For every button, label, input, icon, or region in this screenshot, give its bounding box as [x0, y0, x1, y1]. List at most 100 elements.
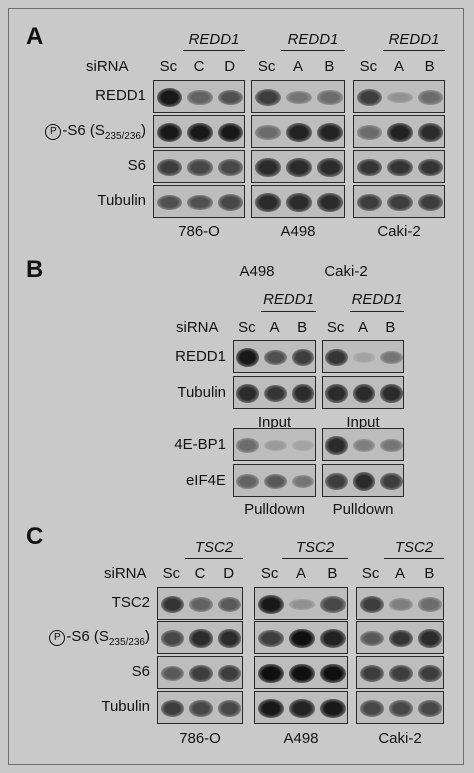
- row-label-text: eIF4E: [185, 472, 226, 489]
- row-label-text: 4E-BP1: [174, 436, 226, 453]
- lane-label: Sc: [326, 319, 345, 336]
- gene-label: TSC2: [295, 539, 335, 556]
- western-blot-strip: [157, 587, 243, 620]
- blot-band: [236, 347, 260, 368]
- lane-label: B: [385, 319, 396, 336]
- lane-label: D: [224, 58, 236, 75]
- pulldown-caption: Pulldown: [244, 501, 305, 518]
- western-blot-strip: [153, 185, 245, 218]
- blot-band: [418, 194, 444, 211]
- row-label-text: S6: [127, 157, 146, 174]
- lane-label: B: [424, 58, 435, 75]
- blot-band: [291, 440, 315, 451]
- blot-band: [387, 91, 413, 104]
- blot-band: [156, 159, 182, 176]
- blot-band: [254, 158, 281, 177]
- lane-label: A: [292, 58, 303, 75]
- row-label: Tubulin: [97, 193, 146, 208]
- cell-line-label: Caki-2: [377, 223, 421, 240]
- row-label-text: Tubulin: [101, 698, 150, 715]
- lane-label: Sc: [257, 58, 276, 75]
- blot-band: [320, 663, 347, 684]
- blot-band: [418, 123, 444, 142]
- panel-letter-b: B: [26, 256, 44, 283]
- blot-band: [352, 384, 376, 403]
- blot-band: [257, 663, 284, 684]
- cell-line-label: Caki-2: [324, 263, 368, 280]
- blot-band: [317, 123, 344, 142]
- blot-band: [289, 598, 315, 611]
- blot-band: [388, 598, 414, 611]
- blot-band: [254, 89, 281, 106]
- blot-band: [160, 595, 185, 614]
- blot-band: [160, 630, 185, 647]
- blot-band: [257, 698, 284, 719]
- western-blot-strip: [233, 376, 316, 409]
- row-label-text: TSC2: [111, 594, 150, 611]
- blot-band: [218, 194, 244, 211]
- blot-band: [359, 700, 384, 717]
- western-blot-strip: [353, 150, 445, 183]
- phospho-circle-icon: P: [49, 630, 66, 646]
- western-blot-strip: [153, 115, 245, 148]
- panel-letter-a: A: [26, 23, 44, 50]
- gene-underline: [281, 50, 345, 51]
- lane-label: A: [295, 565, 306, 582]
- blot-band: [187, 159, 213, 176]
- row-label: P-S6 (S235/236): [45, 123, 146, 142]
- cell-line-label: 786-O: [178, 223, 220, 240]
- blot-band: [320, 698, 347, 719]
- western-blot-strip: [356, 621, 444, 654]
- blot-band: [359, 596, 384, 613]
- western-blot-strip: [254, 621, 348, 654]
- gene-label: REDD1: [351, 291, 403, 308]
- blot-band: [418, 665, 443, 682]
- blot-band: [289, 699, 315, 718]
- blot-band: [317, 90, 344, 105]
- western-blot-strip: [153, 150, 245, 183]
- western-blot-strip: [233, 464, 316, 497]
- western-blot-strip: [233, 428, 316, 461]
- cell-line-label: A498: [283, 730, 319, 747]
- blot-band: [388, 629, 414, 648]
- blot-band: [320, 596, 347, 613]
- blot-band: [387, 194, 413, 211]
- gene-underline: [261, 311, 316, 312]
- western-blot-strip: [251, 80, 345, 113]
- blot-band: [218, 122, 244, 143]
- western-blot-strip: [254, 656, 348, 689]
- cell-line-label: A498: [239, 263, 275, 280]
- row-label-text: REDD1: [175, 348, 226, 365]
- blot-band: [286, 123, 312, 142]
- blot-band: [286, 90, 312, 105]
- blot-band: [257, 594, 284, 615]
- blot-band: [380, 438, 403, 453]
- row-label: REDD1: [175, 349, 226, 364]
- blot-band: [236, 384, 260, 403]
- blot-band: [317, 158, 344, 177]
- blot-band: [380, 384, 403, 403]
- blot-band: [380, 473, 403, 490]
- row-label: P-S6 (S235/236): [49, 629, 150, 648]
- panel-letter-c: C: [26, 523, 44, 550]
- blot-band: [254, 125, 281, 140]
- western-blot-strip: [254, 587, 348, 620]
- blot-band: [325, 348, 348, 367]
- lane-label: D: [223, 565, 235, 582]
- western-blot-strip: [356, 656, 444, 689]
- lane-label: A: [393, 58, 404, 75]
- row-label: S6: [132, 664, 150, 679]
- row-label-text: Tubulin: [177, 384, 226, 401]
- blot-band: [359, 630, 384, 647]
- blot-band: [217, 596, 242, 613]
- row-label: Tubulin: [177, 385, 226, 400]
- row-label: S6: [128, 158, 146, 173]
- western-blot-strip: [157, 621, 243, 654]
- blot-band: [418, 597, 443, 612]
- blot-band: [388, 665, 414, 682]
- cell-line-label: Caki-2: [378, 730, 422, 747]
- blot-band: [325, 473, 348, 490]
- row-label: eIF4E: [186, 473, 226, 488]
- blot-band: [418, 158, 444, 177]
